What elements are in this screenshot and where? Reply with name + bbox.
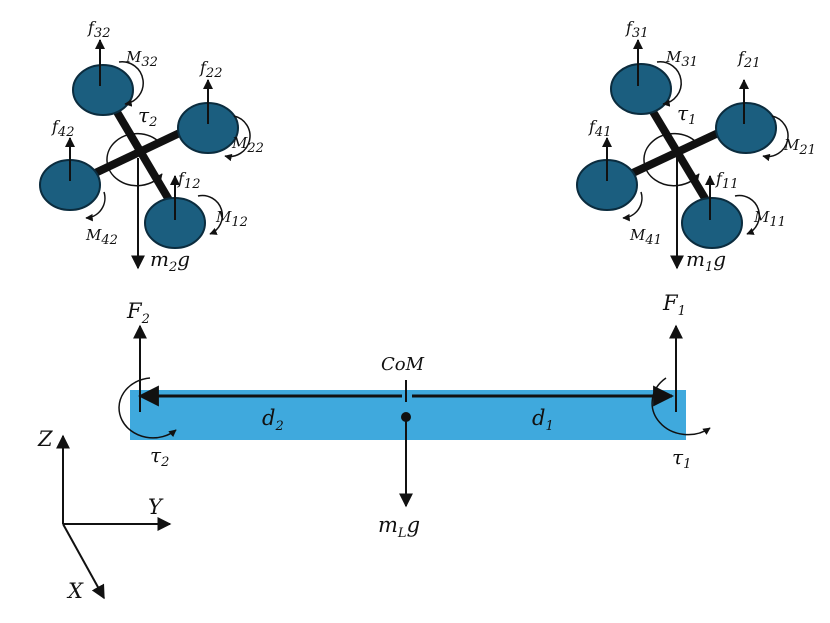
distance-label-left: d2 [262,406,284,434]
axis-y-label: Y [148,495,164,519]
axis-z-label: Z [37,427,53,451]
torque-label-payload-left: τ2 [150,443,169,470]
thrust-label-left-32: f32 [87,18,110,41]
moment-label-left-12: M12 [215,208,248,230]
force-label-left: F2 [126,299,150,327]
moment-arc-right-41 [622,191,643,222]
torque-arc-payload-left [118,377,177,439]
torque-arc-left [106,132,163,187]
moment-arc-left-22 [224,115,251,162]
moment-label-left-22: M22 [231,134,264,156]
thrust-label-right-11: f11 [715,169,738,192]
moment-label-left-42: M42 [85,226,118,248]
moment-label-right-41: M41 [629,226,662,248]
moment-label-right-21: M21 [783,136,816,158]
weight-label-payload: mLg [378,513,420,541]
thrust-label-left-42: f42 [51,117,74,140]
moment-arc-left-12 [197,194,224,235]
torque-label-payload-right: τ1 [672,445,691,472]
thrust-label-right-31: f31 [625,18,648,41]
quadrotor-left: f32 M32 f22 M22 f42 M42 f12 M12 τ2 m2g [39,18,264,275]
weight-label-right: m1g [686,247,726,275]
moment-label-right-11: M11 [753,208,786,230]
moment-arc-left-42 [85,191,106,222]
moment-label-right-31: M31 [665,48,698,70]
axis-x-arrow [62,523,105,600]
quadrotor-right: f31 M31 f21 M21 f41 M41 f11 M11 τ1 m1g [576,18,816,275]
coordinate-axes: Z Y X [37,427,172,603]
moment-arc-right-31 [656,61,682,107]
moment-arc-right-21 [762,115,789,162]
axis-x-label: X [66,579,84,603]
thrust-label-left-12: f12 [177,169,200,192]
torque-label-left: τ2 [138,103,157,130]
thrust-label-right-21: f21 [737,48,760,71]
moment-arc-right-11 [734,194,761,235]
moment-arc-left-32 [118,61,144,107]
distance-label-right: d1 [532,406,554,434]
rotor-right-31 [610,63,672,115]
thrust-label-right-41: f41 [588,117,611,140]
rotor-left-32 [72,64,134,116]
thrust-label-left-22: f22 [199,58,222,81]
payload: F2 F1 τ2 τ1 d2 d1 CoM mLg [118,291,711,541]
torque-arc-right [643,132,700,187]
torque-label-right: τ1 [677,101,696,128]
rotor-right-21 [715,102,777,154]
weight-label-left: m2g [150,247,190,275]
com-label: CoM [381,354,425,375]
rotor-right-11 [681,197,743,249]
force-label-right: F1 [662,291,686,319]
moment-label-left-32: M32 [125,48,158,70]
